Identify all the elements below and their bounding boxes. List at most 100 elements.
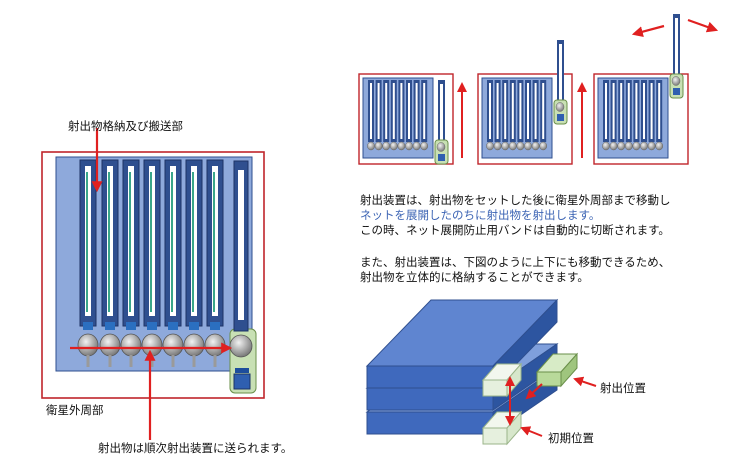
projectile-stem <box>86 355 90 367</box>
mini-ball <box>647 141 656 151</box>
column-cap <box>105 322 115 330</box>
sequential-feed-label: 射出物は順次射出装置に送られます。 <box>98 441 293 455</box>
mini-ball <box>524 141 532 151</box>
mini-slot <box>542 83 545 139</box>
mini-slot <box>534 83 537 139</box>
mini-slot <box>643 83 645 139</box>
mini-ball <box>508 141 517 151</box>
mini-slot <box>377 83 380 139</box>
mini-ball <box>405 141 413 151</box>
launch-label-arrow <box>573 376 597 387</box>
mini-slot <box>423 83 426 139</box>
mini-slot <box>496 83 499 139</box>
mini-ball <box>397 141 406 151</box>
mini-ball <box>609 141 618 151</box>
column-cap <box>168 322 178 330</box>
sequence-border <box>593 73 689 165</box>
deploy-arrow-right <box>687 18 719 33</box>
sequence-border <box>477 73 573 165</box>
mini-slot <box>605 83 607 139</box>
projectile-ball <box>77 333 99 357</box>
sequence-frame-3 <box>593 14 689 165</box>
mini-ball <box>516 141 525 151</box>
mini-slot <box>489 83 491 139</box>
mini-ball <box>655 141 664 151</box>
launcher-unit <box>229 160 257 394</box>
mini-ball <box>486 141 494 151</box>
sequence-frame-1 <box>358 73 454 165</box>
projectile-ball <box>99 333 121 357</box>
projectile-ball <box>204 333 226 357</box>
projectile-ball <box>141 333 163 357</box>
mini-slot <box>658 83 661 139</box>
mini-ball <box>632 141 641 151</box>
mini-ball <box>389 141 398 151</box>
mini-launcher-base <box>557 114 564 121</box>
mini-slot <box>385 83 388 139</box>
horizontal-move-arrow <box>525 383 543 400</box>
launch-position-label: 射出位置 <box>600 381 646 395</box>
projectile-strip <box>129 172 131 312</box>
mini-launcher-base <box>438 154 445 161</box>
projectile-stem <box>150 355 154 367</box>
description-line-3: この時、ネット展開防止用バンドは自動的に切断されます。 <box>360 223 670 237</box>
mini-slot <box>519 83 522 139</box>
mini-slot <box>612 83 615 139</box>
mini-slot <box>400 83 403 139</box>
description-line-2: ネットを展開したのちに射出物を射出します。 <box>360 208 601 222</box>
mini-slot <box>504 83 507 139</box>
mini-launcher-slot <box>675 18 678 74</box>
mini-launcher-slot <box>559 44 562 100</box>
mini-ball <box>602 141 610 151</box>
projectile-stem <box>129 355 133 367</box>
sequence-frame-2 <box>477 40 573 165</box>
description-line-1: 射出装置は、射出物をセットした後に衛星外周部まで移動し <box>360 193 671 207</box>
mini-launcher-ball <box>671 76 681 86</box>
projectile-strip <box>108 172 110 312</box>
mini-ball <box>374 141 383 151</box>
mini-ball <box>367 141 375 151</box>
mini-ball <box>420 141 429 151</box>
mini-ball <box>617 141 626 151</box>
mini-slot <box>408 83 410 139</box>
projectile-stem <box>171 355 175 367</box>
projectile-strip <box>150 172 152 312</box>
mini-slot <box>620 83 623 139</box>
mini-launcher-ball <box>555 102 565 112</box>
column-cap <box>126 322 136 330</box>
mini-launcher-ball <box>436 142 446 152</box>
mini-ball <box>640 141 648 151</box>
mini-slot <box>370 83 372 139</box>
launch-position-box <box>535 352 579 388</box>
deploy-arrow-left <box>631 24 665 38</box>
column-cap <box>83 322 93 330</box>
mini-slot <box>511 83 514 139</box>
projectile-strip <box>192 172 194 312</box>
mini-slot <box>392 83 395 139</box>
mini-slot <box>650 83 653 139</box>
mini-slot <box>527 83 529 139</box>
description-line-4: また、射出装置は、下図のように上下にも移動できるため、 <box>360 255 671 269</box>
mini-launcher-slot <box>440 84 443 140</box>
storage-unit-label: 射出物格納及び搬送部 <box>68 119 183 133</box>
satellite-frame <box>41 151 265 399</box>
description-line-5: 射出物を立体的に格納することができます。 <box>360 270 589 284</box>
projectile-stem <box>192 355 196 367</box>
column-cap <box>210 322 220 330</box>
projectile-ball <box>183 333 205 357</box>
mini-ball <box>624 141 633 151</box>
mini-ball <box>493 141 502 151</box>
mini-slot <box>635 83 638 139</box>
mini-ball <box>501 141 510 151</box>
mini-slot <box>627 83 630 139</box>
mini-ball <box>531 141 540 151</box>
sequence-border <box>358 73 454 165</box>
column-cap <box>189 322 199 330</box>
satellite-body-label: 衛星外周部 <box>46 403 104 417</box>
projectile-stem <box>108 355 112 367</box>
projectile-columns <box>77 159 226 367</box>
projectile-strip <box>86 172 88 312</box>
initial-position-label: 初期位置 <box>548 431 594 445</box>
projectile-strip <box>213 172 215 312</box>
